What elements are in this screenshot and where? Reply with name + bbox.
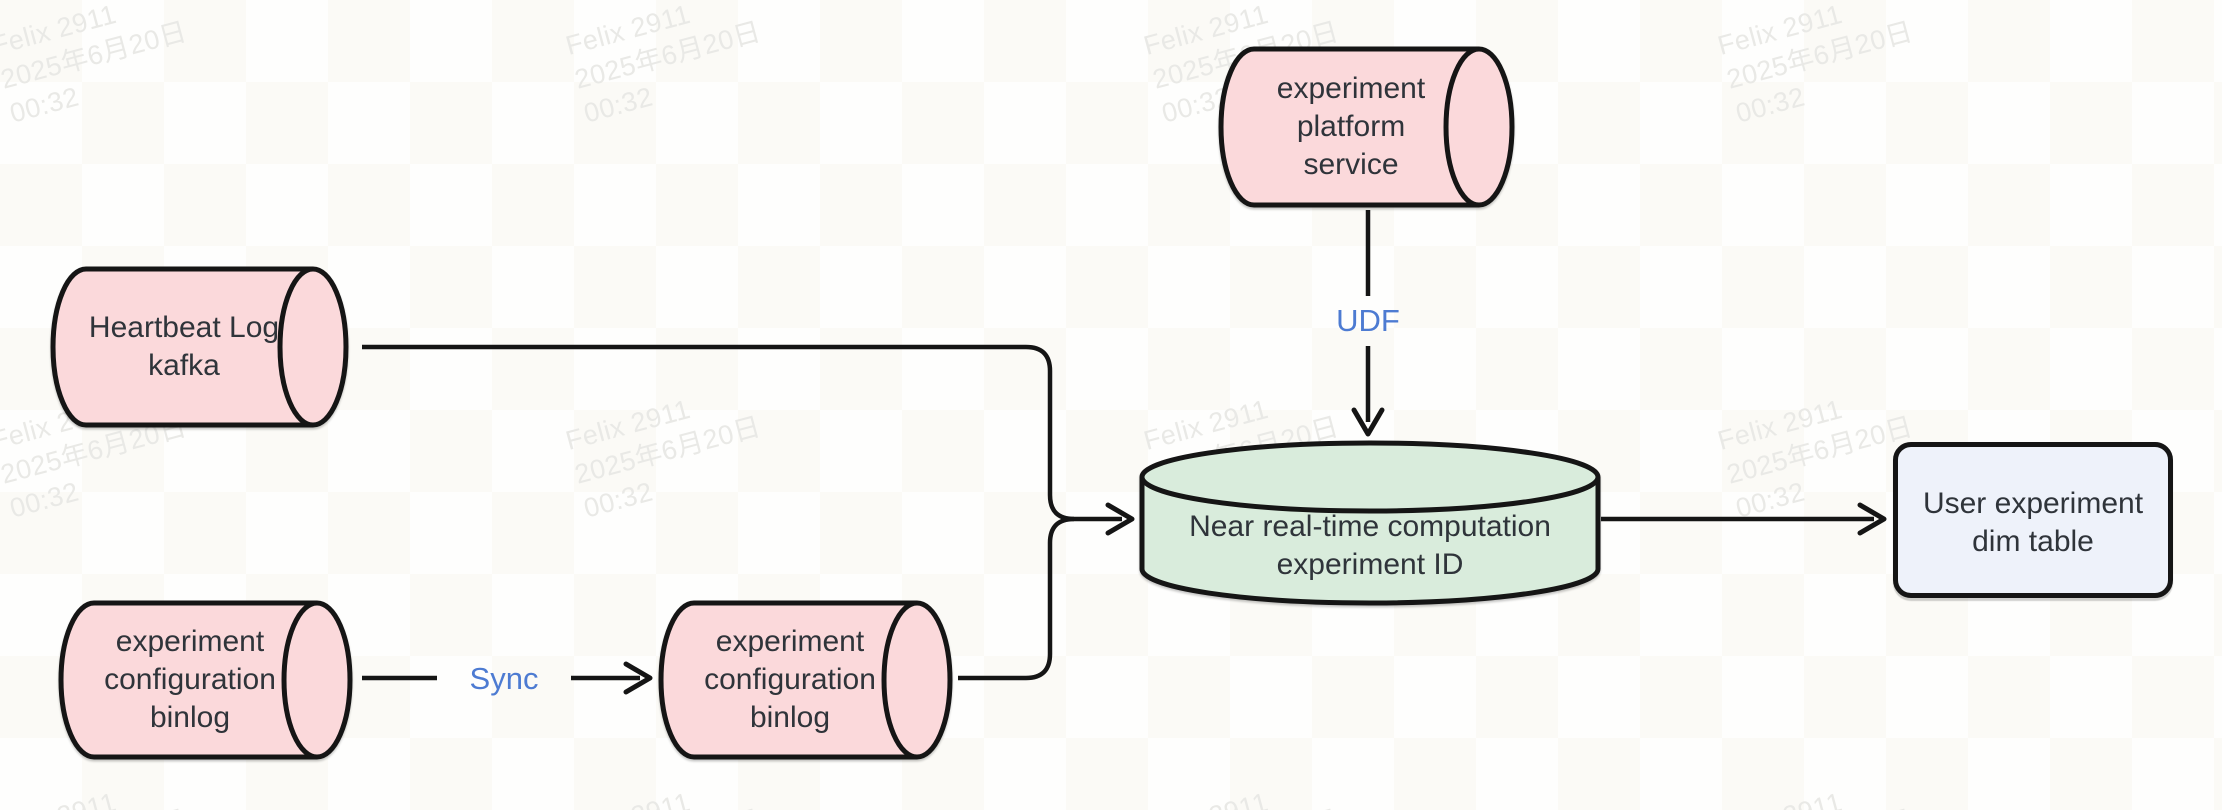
arrowhead-into-dimtable xyxy=(1857,502,1887,536)
arrowhead-into-realtime xyxy=(1105,502,1135,536)
node-experiment-configuration-binlog-replica: experiment configuration binlog xyxy=(658,600,956,760)
cylinder-rim xyxy=(1443,46,1480,208)
edge-heartbeat-to-merge xyxy=(362,344,1075,522)
edge-binlog-replica-to-merge xyxy=(958,516,1075,681)
cylinder-rim xyxy=(281,600,318,760)
cylinder-body xyxy=(50,266,349,428)
edge-label-udf: UDF xyxy=(1336,303,1400,338)
node-user-experiment-dim-table: User experiment dim table xyxy=(1893,442,2173,598)
node-near-realtime-computation: Near real-time computation experiment ID xyxy=(1139,440,1601,606)
horizontal-cylinder-shape xyxy=(50,266,349,428)
cylinder-body xyxy=(658,600,953,760)
cylinder-rim xyxy=(1139,476,1601,514)
cylinder-body xyxy=(1139,440,1601,606)
database-cylinder-shape xyxy=(1139,440,1601,606)
horizontal-cylinder-shape xyxy=(1218,46,1515,208)
node-label-line: dim table xyxy=(1972,525,2094,558)
cylinder-rim xyxy=(277,266,314,428)
horizontal-cylinder-shape xyxy=(658,600,953,760)
node-label: User experiment dim table xyxy=(1898,447,2168,593)
node-experiment-platform-service: experiment platform service xyxy=(1218,46,1518,208)
node-label-line: User experiment xyxy=(1922,487,2144,520)
cylinder-body xyxy=(58,600,353,760)
cylinder-rim xyxy=(881,600,918,760)
horizontal-cylinder-shape xyxy=(58,600,353,760)
arrowhead-into-binlog-replica xyxy=(623,661,653,695)
arrowhead-into-realtime-top xyxy=(1351,407,1385,437)
node-heartbeat-log-kafka: Heartbeat Log kafka xyxy=(50,266,352,428)
node-experiment-configuration-binlog-source: experiment configuration binlog xyxy=(58,600,356,760)
edge-label-sync: Sync xyxy=(469,661,539,696)
cylinder-body xyxy=(1218,46,1515,208)
